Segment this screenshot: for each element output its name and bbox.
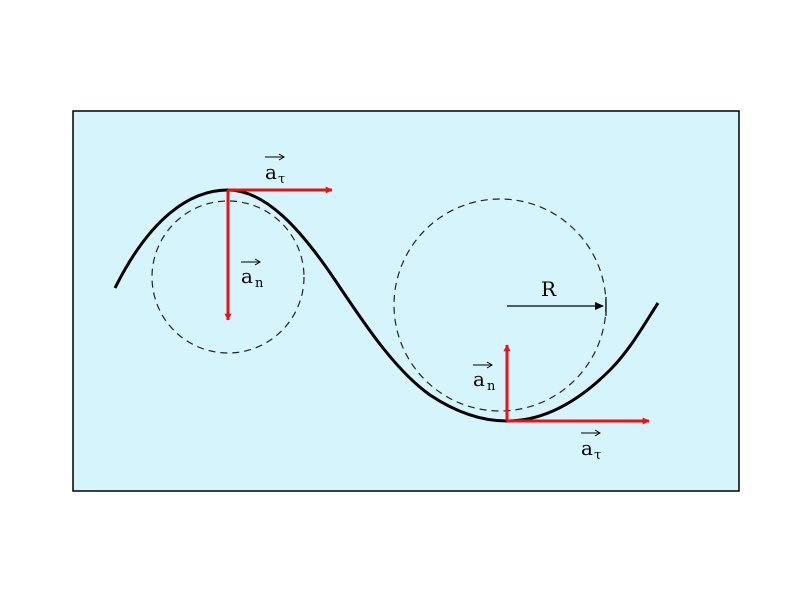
label-normal-acceleration-top: a n	[241, 258, 264, 291]
curvature-circle-top	[151, 200, 305, 354]
vector-overbar-arrowhead-icon	[254, 258, 261, 266]
label-main: a	[473, 367, 485, 391]
label-subscript: τ	[278, 172, 285, 187]
label-tangential-acceleration-top: a τ	[265, 153, 285, 187]
label-normal-acceleration-bottom: a n	[473, 361, 496, 394]
label-main: a	[241, 264, 253, 288]
label-main: a	[581, 436, 593, 460]
label-subscript: τ	[594, 448, 601, 463]
radius-arrowhead	[595, 302, 604, 310]
label-subscript: n	[487, 379, 496, 394]
label-subscript: n	[255, 276, 264, 291]
label-tangential-acceleration-bottom: a τ	[581, 429, 601, 463]
label-radius: R	[541, 277, 557, 301]
vector-overbar-arrowhead-icon	[594, 429, 601, 437]
vector-overbar-arrowhead-icon	[486, 361, 493, 369]
label-main: a	[265, 160, 277, 184]
vector-overbar-arrowhead-icon	[278, 153, 285, 161]
trajectory-curve	[113, 188, 660, 423]
diagram-frame	[72, 110, 740, 492]
